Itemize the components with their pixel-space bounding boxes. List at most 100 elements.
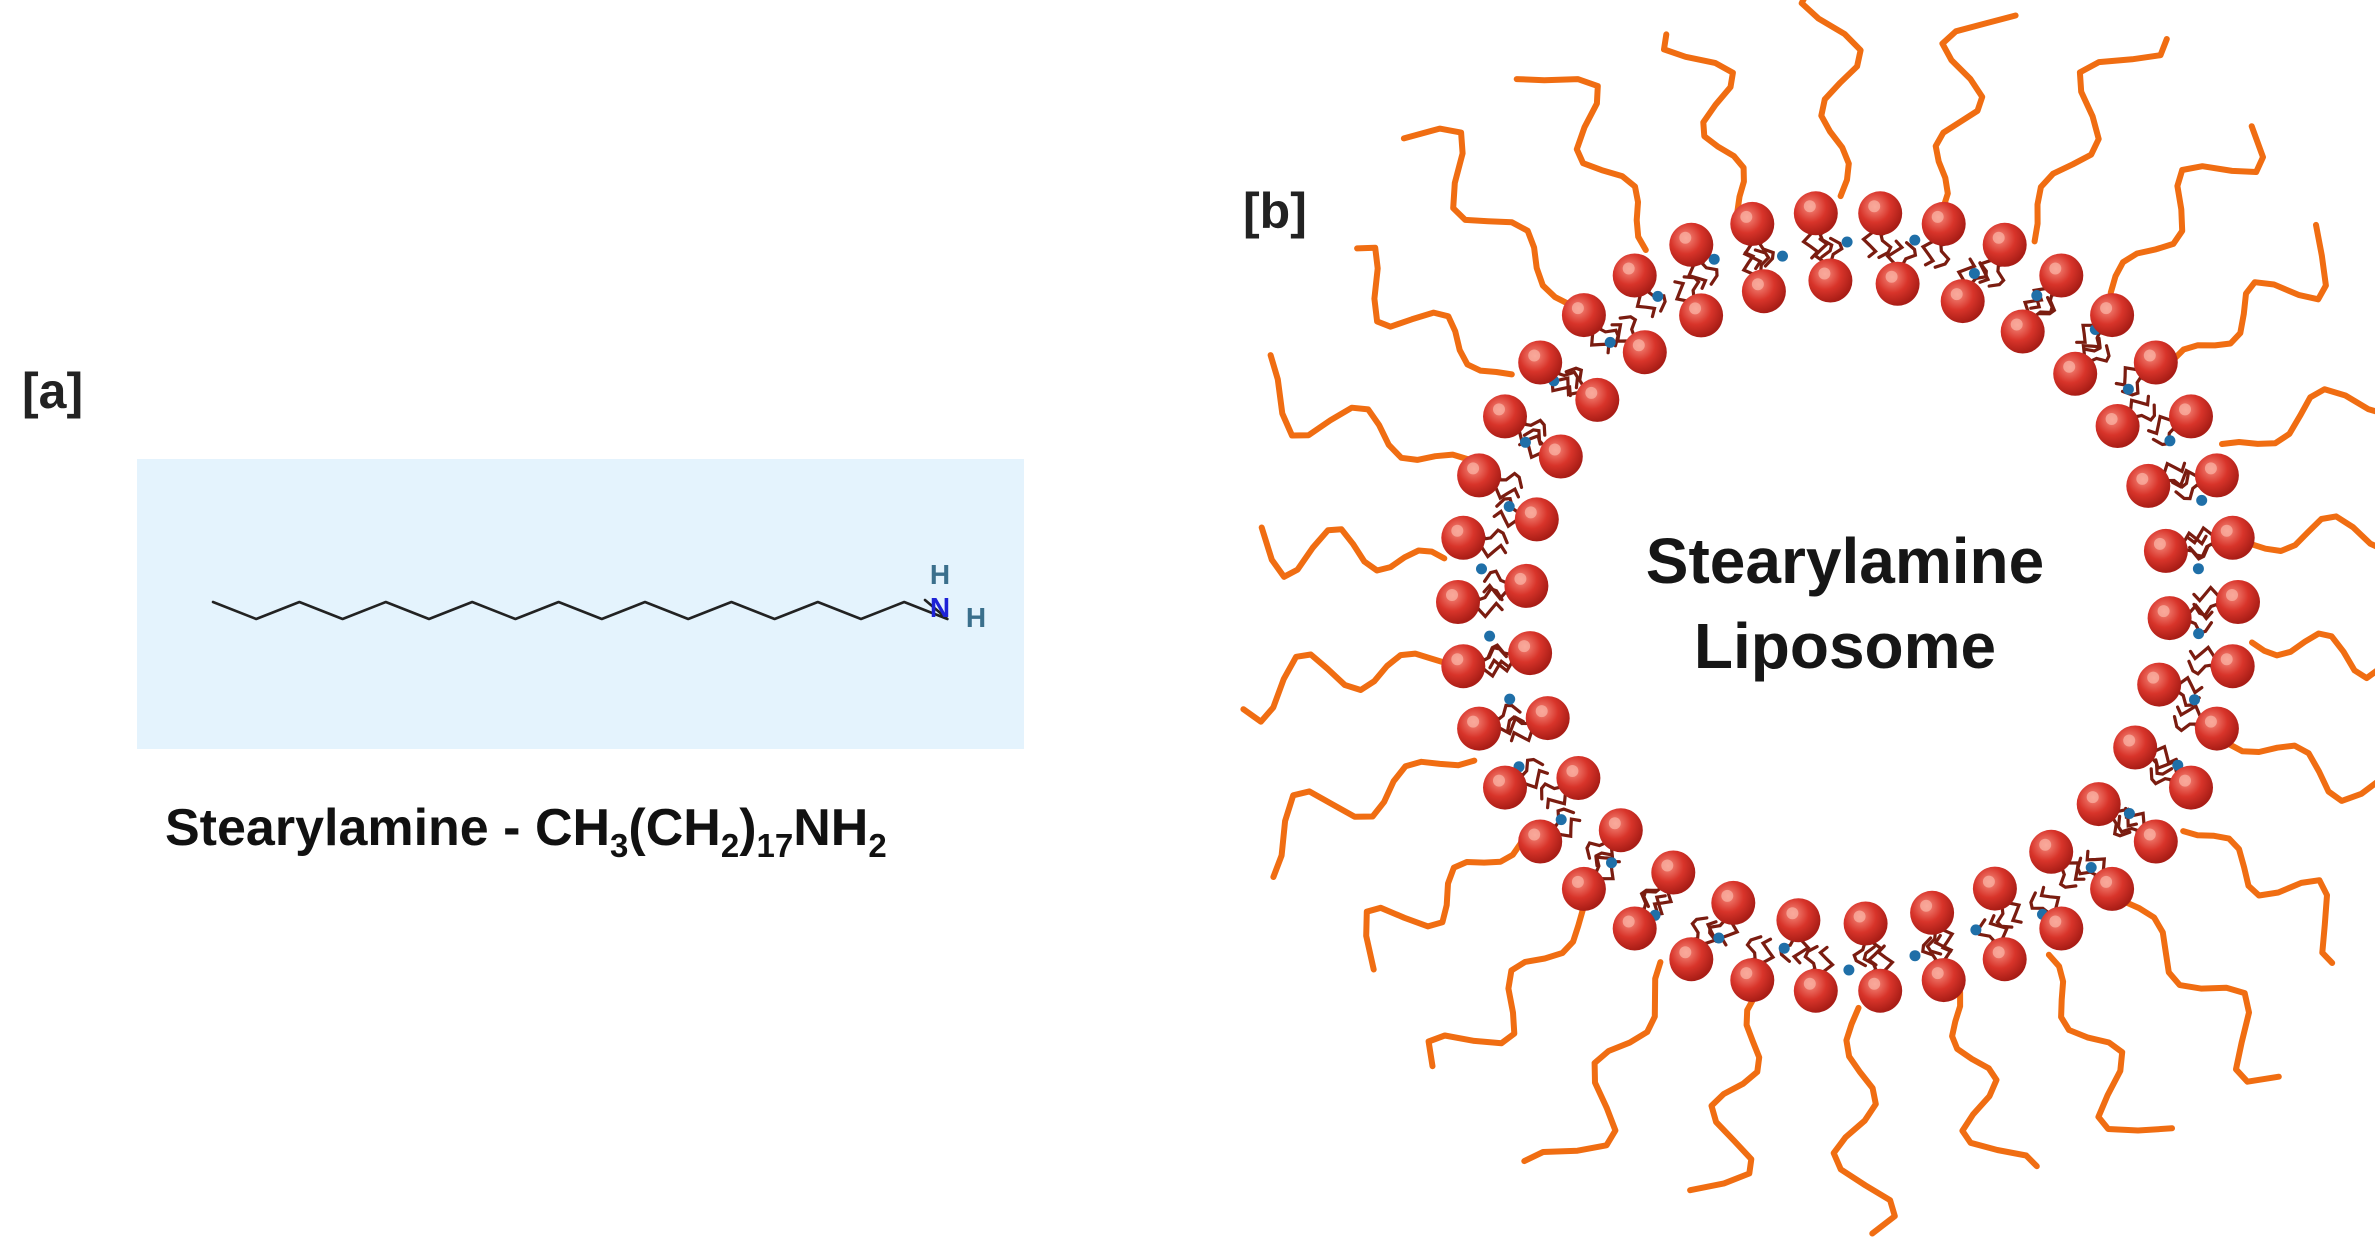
lipid-headgroup <box>2039 906 2084 951</box>
lipid-headgroup <box>1508 631 1553 676</box>
headgroup-highlight <box>1566 765 1579 777</box>
headgroup-highlight <box>1622 915 1635 928</box>
headgroup-highlight <box>1679 946 1692 959</box>
lipid-headgroup <box>1843 901 1888 946</box>
stearylamine-amine-dot <box>1504 693 1516 705</box>
lipid-headgroup <box>1776 898 1821 943</box>
lipid-headgroup <box>1711 880 1756 925</box>
peg-chain <box>1354 244 1515 378</box>
lipid-headgroup <box>1808 258 1853 303</box>
peg-chain <box>1270 757 1478 880</box>
stearylamine-amine-dot <box>1476 563 1487 575</box>
peg-chain <box>2031 36 2170 245</box>
lipid-headgroup <box>1679 293 1724 338</box>
headgroup-highlight <box>1493 774 1505 787</box>
hydrogen-atom-top: H <box>930 559 950 590</box>
stearylamine-amine-dot <box>1778 942 1790 954</box>
stearylamine-amine-dot <box>1968 268 1980 279</box>
lipid-headgroup <box>1669 937 1714 982</box>
lipid-headgroup <box>2210 644 2255 689</box>
lipid-headgroup <box>1793 191 1838 236</box>
peg-chain <box>1798 0 1864 200</box>
headgroup-highlight <box>1528 349 1541 362</box>
stearylamine-amine-dot <box>2189 694 2200 706</box>
stearylamine-amine-dot <box>1555 814 1567 826</box>
peg-chain <box>1513 76 1649 253</box>
stearylamine-amine-dot <box>1843 964 1855 976</box>
peg-chain-layer <box>1240 0 2375 1237</box>
headgroup-highlight <box>1467 462 1480 475</box>
headgroup-highlight <box>1920 899 1933 912</box>
headgroup-highlight <box>1931 967 1944 980</box>
panel-a: [a] H N H Stearylamine - CH3(CH2)17NH2 <box>22 363 1024 864</box>
headgroup-highlight <box>1868 200 1881 213</box>
lipid-headgroup <box>1669 222 1714 267</box>
stearylamine-amine-dot <box>2122 383 2134 395</box>
lipid-headgroup <box>2133 819 2178 864</box>
lipid-headgroup <box>1612 906 1657 951</box>
panel-b-label: [b] <box>1243 183 1307 239</box>
headgroup-highlight <box>1992 946 2005 959</box>
formula-part: (CH <box>628 799 720 857</box>
lipid-headgroup <box>1793 968 1838 1013</box>
peg-chain <box>1661 31 1747 215</box>
headgroup-highlight <box>2143 349 2156 362</box>
peg-chain <box>1932 12 2019 211</box>
headgroup-highlight <box>2049 262 2062 275</box>
lipid-headgroup <box>1858 191 1903 236</box>
stearylamine-amine-dot <box>2196 494 2208 506</box>
lipid-headgroup <box>1483 394 1527 439</box>
formula-subscript: 17 <box>757 827 794 864</box>
formula-part: ) <box>739 799 756 857</box>
stearylamine-amine-dot <box>2031 290 2043 301</box>
peg-chain <box>2249 630 2375 682</box>
lipid-headgroup <box>1441 644 1486 689</box>
headgroup-highlight <box>2220 524 2233 537</box>
peg-chain <box>2045 951 2175 1134</box>
formula-subscript: 2 <box>868 827 886 864</box>
headgroup-highlight <box>1514 572 1527 585</box>
peg-chain <box>1425 906 1586 1070</box>
headgroup-highlight <box>1931 210 1944 223</box>
headgroup-highlight <box>1622 262 1635 275</box>
peg-chain <box>2119 897 2282 1085</box>
lipid-headgroup <box>1504 563 1549 608</box>
stearylamine-amine-dot <box>1777 250 1788 262</box>
headgroup-highlight <box>2039 838 2052 851</box>
panel-a-label: [a] <box>22 363 83 419</box>
lipid-headgroup <box>1598 808 1643 853</box>
lipid-headgroup <box>1538 434 1583 479</box>
lipid-headgroup <box>2095 404 2140 448</box>
headgroup-highlight <box>2147 671 2160 684</box>
headgroup-highlight <box>1528 828 1541 841</box>
headgroup-highlight <box>2204 462 2217 475</box>
lipid-headgroup <box>1622 330 1667 375</box>
lipid-headgroup <box>1436 580 1480 624</box>
headgroup-highlight <box>1803 200 1816 213</box>
lipid-headgroup <box>1575 377 1620 422</box>
inner-leaflet-tails <box>1482 236 2214 968</box>
stearylamine-amine-dot <box>1606 857 1617 869</box>
headgroup-highlight <box>2143 828 2156 841</box>
nitrogen-atom: N <box>930 592 950 623</box>
headgroup-highlight <box>2153 537 2166 550</box>
stearylamine-amine-dot <box>2192 563 2204 575</box>
lipid-headgroup <box>1730 958 1775 1003</box>
lipid-headgroup <box>2216 580 2260 624</box>
hydrogen-atom-right: H <box>966 602 986 633</box>
headgroup-highlight <box>1548 443 1561 456</box>
headgroup-highlight <box>1992 231 2005 244</box>
lipid-headgroup <box>2126 463 2171 508</box>
stearylamine-amine-dot <box>1503 501 1515 512</box>
headgroup-highlight <box>1661 859 1674 872</box>
amine-dot-layer <box>1476 234 2208 976</box>
peg-chain <box>1400 125 1574 309</box>
panel-b: [b] Stearylamine Liposome <box>1240 0 2375 1237</box>
lipid-headgroup <box>1457 706 1502 751</box>
headgroup-highlight <box>2105 413 2118 425</box>
headgroup-highlight <box>1493 403 1505 416</box>
lipid-headgroup <box>1441 515 1486 560</box>
stearylamine-amine-dot <box>2085 862 2097 873</box>
peg-chain <box>1949 989 2040 1170</box>
